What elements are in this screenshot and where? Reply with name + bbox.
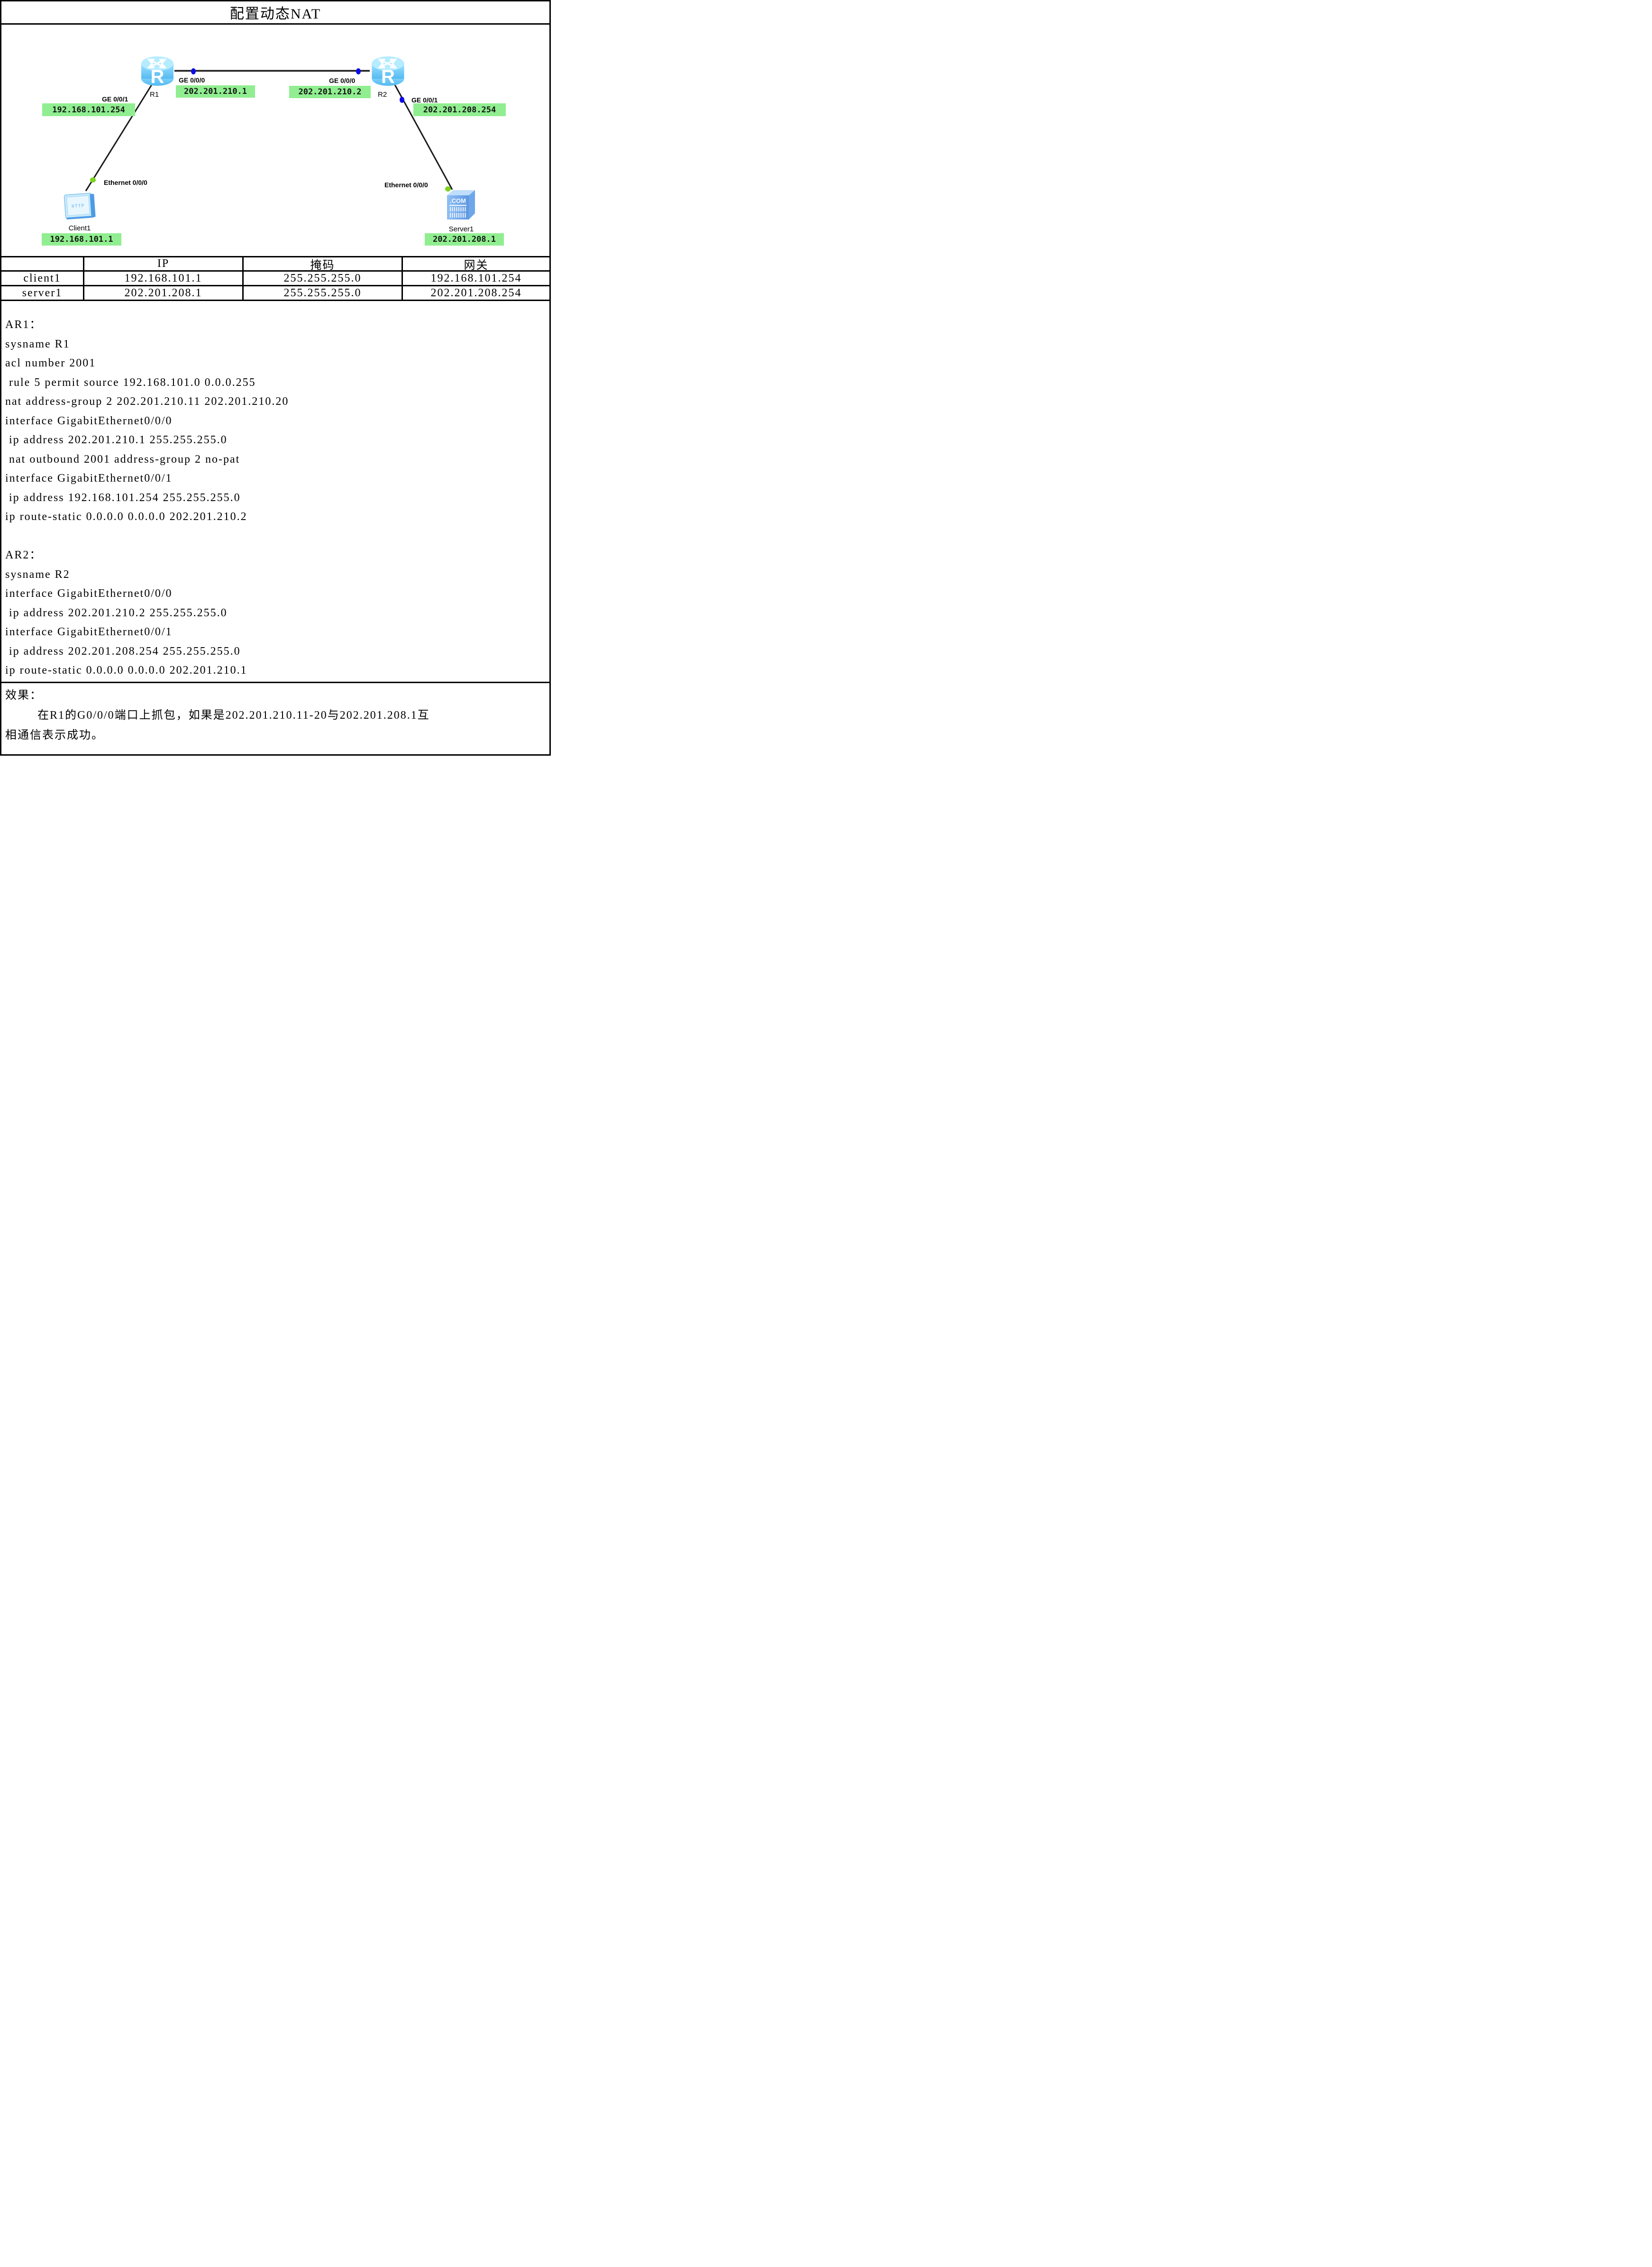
title-bar: 配置动态NAT [1,1,549,25]
port-dot-r2-ge001 [400,97,404,103]
config-line: nat outbound 2001 address-group 2 no-pat [5,453,240,466]
router-arrows-icon [147,58,167,69]
config-line: interface GigabitEthernet0/0/0 [5,414,173,427]
config-line: interface GigabitEthernet0/0/0 [5,587,173,600]
config-line: interface GigabitEthernet0/0/1 [5,472,173,484]
r2-name-label: R2 [378,91,387,99]
router-letter: R [381,66,395,87]
table-cell-gateway: 192.168.101.254 [430,272,522,284]
table-header-device [1,257,84,270]
result-heading: 效果： [5,689,42,702]
table-cell-ip: 202.201.208.1 [84,286,244,300]
table-cell-name: client1 [1,272,84,285]
table-cell-name: server1 [1,286,84,300]
r2-ge000-label: GE 0/0/0 [329,77,356,84]
r1-ge000-label: GE 0/0/0 [179,76,205,84]
client1-name-label: Client1 [68,224,91,232]
table-row-server1: server1 202.201.208.1 255.255.255.0 202.… [1,286,549,301]
config-line: sysname R2 [5,568,70,581]
server-icon-text: .COM [450,197,466,204]
client1-eth-label: Ethernet 0/0/0 [104,179,147,186]
r2-ge001-label: GE 0/0/1 [411,96,438,104]
config-line: ip route-static 0.0.0.0 0.0.0.0 202.201.… [5,664,247,676]
server1-eth-label: Ethernet 0/0/0 [384,181,428,189]
topology-links [85,70,453,192]
document-page: 配置动态NAT [0,0,551,756]
config-line: nat address-group 2 202.201.210.11 202.2… [5,395,289,408]
port-dot-r1-ge000 [191,68,196,74]
config-line: rule 5 permit source 192.168.101.0 0.0.0… [5,376,256,389]
router-arrows-icon [378,58,397,69]
port-dot-client1-eth [90,177,96,183]
table-cell-mask: 255.255.255.0 [244,286,403,300]
port-dot-r2-ge000 [356,68,361,74]
table-cell-gateway: 202.201.208.254 [430,286,522,299]
server1-name-label: Server1 [448,225,474,233]
router-r2-icon: R [372,56,404,87]
client-icon-text: HTTP [72,203,85,209]
topology-diagram: R R [1,25,549,257]
config-line-blank [5,527,546,546]
config-line: ip address 202.201.210.1 255.255.255.0 [5,434,228,446]
router-r1-icon: R [141,56,173,87]
table-cell-mask: 255.255.255.0 [244,272,403,285]
router-letter: R [151,66,164,87]
r2-ge001-ip-badge: 202.201.208.254 [413,103,506,116]
client1-ip-badge: 192.168.101.1 [42,233,121,246]
config-section: AR1： sysname R1 acl number 2001 rule 5 p… [1,301,549,683]
link-r1-client1 [85,83,153,192]
r2-ge000-ip-badge: 202.201.210.2 [289,86,371,98]
config-line: interface GigabitEthernet0/0/1 [5,626,173,638]
table-header-ip: IP [84,257,244,270]
table-cell-ip: 192.168.101.1 [84,272,244,285]
config-line: ip address 192.168.101.254 255.255.255.0 [5,491,241,504]
ip-table: IP 掩码 网关 client1 192.168.101.1 255.255.2… [1,257,549,301]
server1-ip-badge: 202.201.208.1 [425,233,504,246]
config-line: AR2： [5,549,42,561]
client1-icon: HTTP [64,192,96,219]
config-line: ip route-static 0.0.0.0 0.0.0.0 202.201.… [5,511,247,523]
r1-ge001-ip-badge: 192.168.101.254 [42,103,135,116]
table-header-mask: 掩码 [244,257,403,270]
server1-icon: .COM [447,190,475,219]
r1-ge001-label: GE 0/0/1 [102,95,128,103]
config-line: acl number 2001 [5,357,96,369]
r1-ge000-ip-badge: 202.201.210.1 [176,85,255,98]
table-header-row: IP 掩码 网关 [1,257,549,272]
port-dot-server1-eth [445,186,451,192]
config-line: sysname R1 [5,338,70,350]
config-line: AR1： [5,319,42,331]
r1-name-label: R1 [150,91,159,99]
table-row-client1: client1 192.168.101.1 255.255.255.0 192.… [1,272,549,286]
config-line: ip address 202.201.208.254 255.255.255.0 [5,645,241,658]
result-line: 在R1的G0/0/0端口上抓包，如果是202.201.210.11-20与202… [5,709,430,722]
table-header-gateway: 网关 [464,259,489,270]
result-line: 相通信表示成功。 [5,729,104,741]
page-title: 配置动态NAT [229,6,321,22]
config-line: ip address 202.201.210.2 255.255.255.0 [5,606,228,619]
result-section: 效果： 在R1的G0/0/0端口上抓包，如果是202.201.210.11-20… [1,683,549,754]
